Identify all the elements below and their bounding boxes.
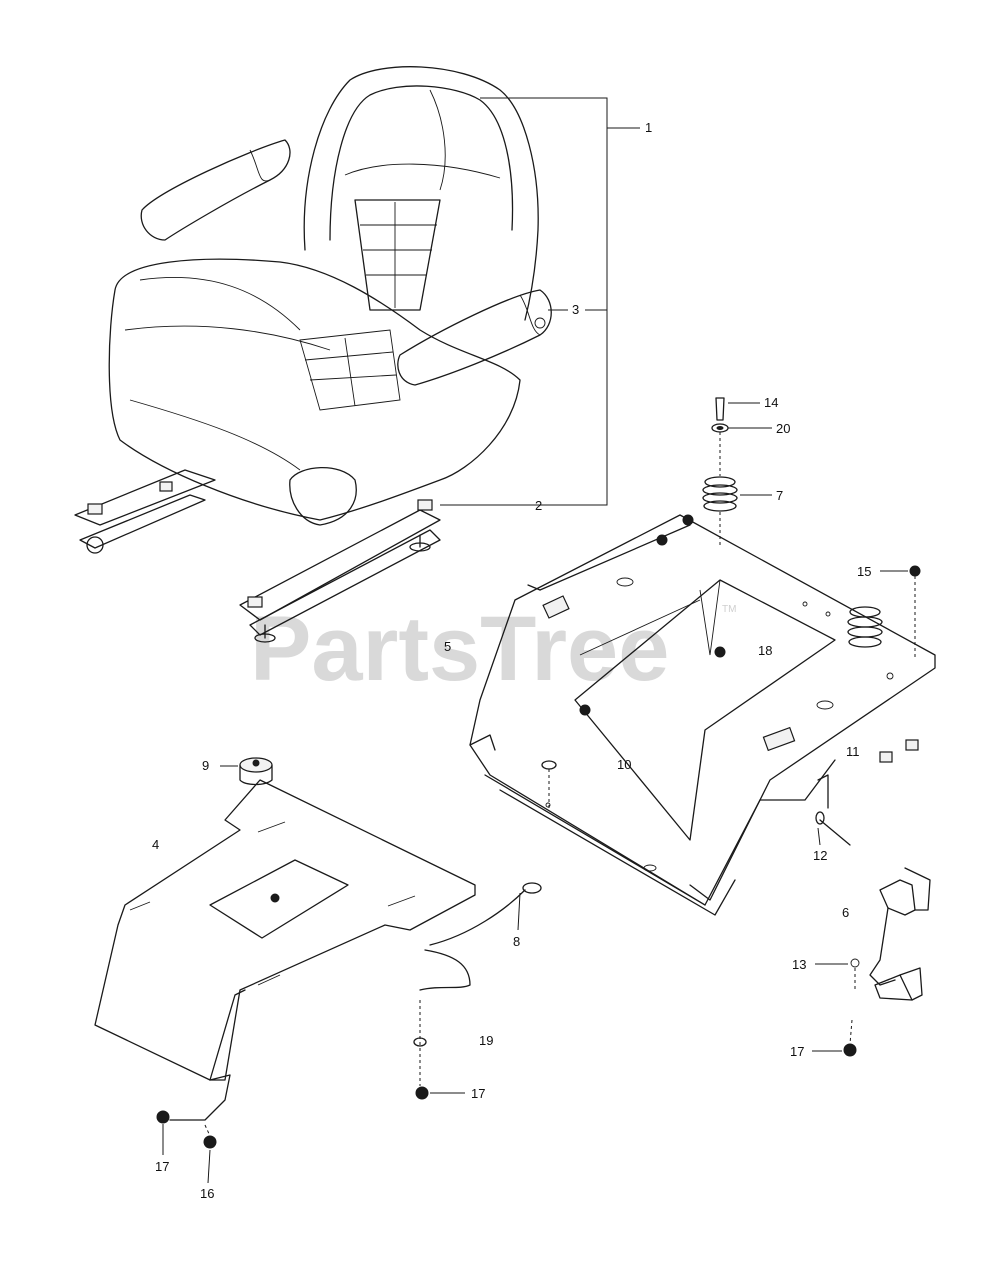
callout-17-left: 17 <box>155 1159 169 1174</box>
callout-13: 13 <box>792 957 806 972</box>
spring-7 <box>702 476 738 512</box>
floor-pan <box>94 757 542 1149</box>
callout-18: 18 <box>758 643 772 658</box>
callout-3: 3 <box>572 302 579 317</box>
seat-rails <box>74 469 441 643</box>
callout-7: 7 <box>776 488 783 503</box>
seat-pan-frame <box>469 397 936 916</box>
callout-2: 2 <box>535 498 542 513</box>
callout-17-center: 17 <box>471 1086 485 1101</box>
watermark-trademark: TM <box>722 604 736 615</box>
callout-8: 8 <box>513 934 520 949</box>
callout-4: 4 <box>152 837 159 852</box>
callout-15: 15 <box>857 564 871 579</box>
watermark-text: PartsTree <box>250 598 669 700</box>
callout-20: 20 <box>776 421 790 436</box>
callout-1: 1 <box>645 120 652 135</box>
callout-12: 12 <box>813 848 827 863</box>
leader-lines <box>162 97 908 1184</box>
callout-9: 9 <box>202 758 209 773</box>
callout-14: 14 <box>764 395 778 410</box>
seat-assembly <box>108 66 552 526</box>
callout-11: 11 <box>846 744 860 759</box>
callout-19: 19 <box>479 1033 493 1048</box>
callout-6: 6 <box>842 905 849 920</box>
callout-16: 16 <box>200 1186 214 1201</box>
part-9 <box>239 757 273 786</box>
bracket-6 <box>843 867 931 1057</box>
callout-labels: 1 2 3 4 5 6 7 8 9 10 11 12 13 14 15 16 1… <box>152 120 871 1201</box>
callout-10: 10 <box>617 757 631 772</box>
callout-5: 5 <box>444 639 451 654</box>
spring-right <box>847 606 883 648</box>
callout-17-right: 17 <box>790 1044 804 1059</box>
